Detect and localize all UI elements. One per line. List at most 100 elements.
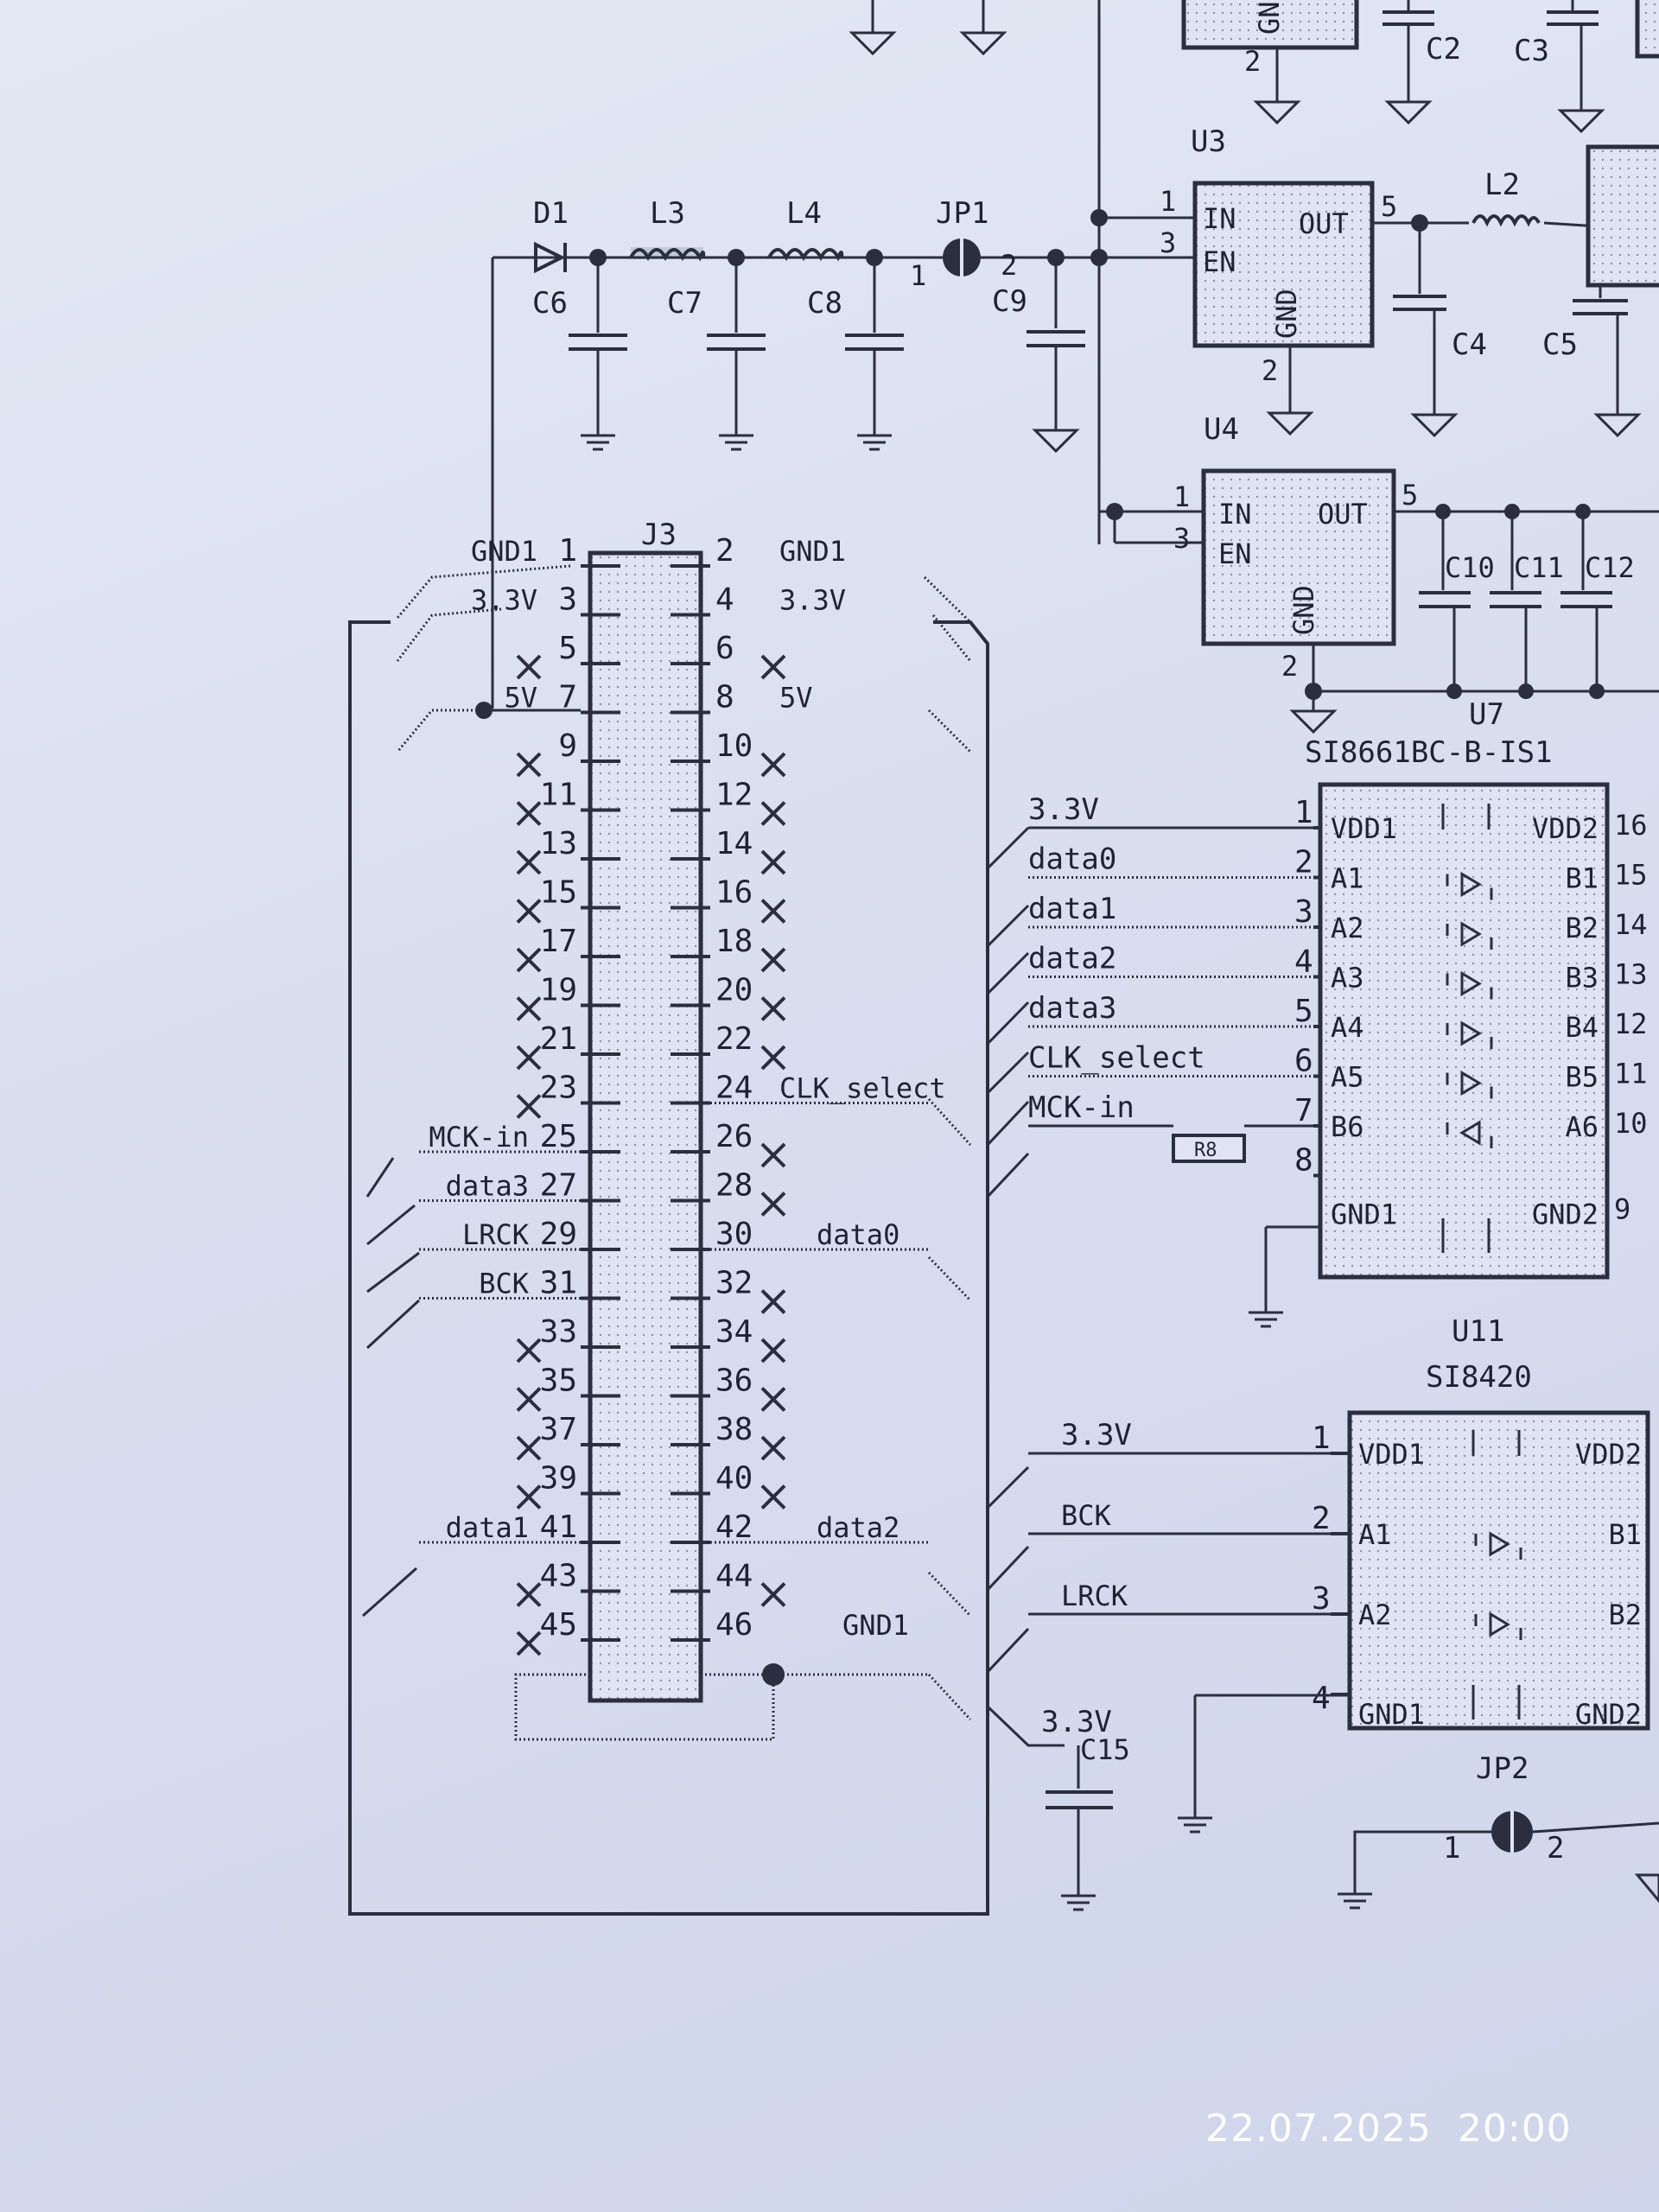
u7-pin-number: 12 bbox=[1614, 1007, 1648, 1040]
bus-entries-right bbox=[923, 575, 972, 1721]
j3-pin-number: 1 bbox=[558, 533, 577, 569]
u11-pin-name: GND2 bbox=[1575, 1698, 1642, 1731]
j3-pin-23: 23 bbox=[516, 1071, 620, 1119]
j3-pin-20: 20 bbox=[671, 973, 786, 1021]
j3-pin-13: 13 bbox=[516, 826, 620, 875]
u7-net-label: data3 bbox=[1028, 991, 1116, 1026]
j3-pin-36: 36 bbox=[671, 1363, 786, 1412]
regulator-u3: U3 1 3 IN EN OUT GND 2 5 L2 1 bbox=[1099, 124, 1649, 435]
j3-pin-3: 33.3V bbox=[471, 582, 620, 618]
j3-pin-number: 3 bbox=[558, 582, 577, 618]
u7-pin-name: B2 bbox=[1565, 912, 1599, 944]
c6-label: C6 bbox=[532, 286, 568, 321]
u7-net-label: data2 bbox=[1028, 942, 1116, 976]
u11-net-2: LRCK bbox=[1028, 1580, 1331, 1616]
u7-pin-number: 1 bbox=[1294, 795, 1313, 830]
u7-pin-number: 14 bbox=[1614, 908, 1648, 941]
j3-pin-17: 17 bbox=[516, 924, 620, 973]
c10-label: C10 bbox=[1445, 551, 1495, 584]
u7-pin-number: 10 bbox=[1614, 1107, 1648, 1140]
u11-net-label: BCK bbox=[1061, 1499, 1112, 1532]
no-connect-icon bbox=[516, 849, 542, 875]
no-connect-icon bbox=[516, 1045, 542, 1071]
u7-pin-number: 13 bbox=[1614, 958, 1648, 991]
u11-net-label: LRCK bbox=[1061, 1580, 1128, 1612]
c3-label: C3 bbox=[1514, 34, 1549, 68]
u11-pin-number: 3 bbox=[1312, 1581, 1331, 1617]
u11-pin-number: 2 bbox=[1312, 1501, 1331, 1536]
j3-pin-number: 26 bbox=[715, 1119, 753, 1154]
capacitor-c8: C8 bbox=[807, 257, 904, 451]
pin45-46-loop bbox=[514, 1663, 929, 1741]
jp2-label: JP2 bbox=[1476, 1751, 1529, 1786]
no-connect-icon bbox=[760, 1435, 786, 1461]
no-connect-icon bbox=[760, 1338, 786, 1363]
capacitor-c7: C7 bbox=[667, 257, 766, 451]
l3-label: L3 bbox=[650, 196, 685, 231]
j3-pin-14: 14 bbox=[671, 826, 786, 875]
regulator-u4: U4 1 3 IN EN OUT GND 2 5 bbox=[1099, 412, 1659, 734]
u7-pin-name: VDD1 bbox=[1331, 812, 1397, 845]
u7-net-3: data2 bbox=[1028, 942, 1320, 978]
c15-net-label: 3.3V bbox=[1041, 1705, 1112, 1739]
j3-pin-number: 28 bbox=[715, 1168, 753, 1204]
u4-label: U4 bbox=[1204, 412, 1239, 447]
r8-label: R8 bbox=[1194, 1140, 1217, 1161]
j3-pin-21: 21 bbox=[516, 1021, 620, 1071]
filter-chain: D1 L3 L4 JP1 1 2 bbox=[491, 196, 1108, 709]
c15-label: C15 bbox=[1080, 1733, 1130, 1766]
l2-label: L2 bbox=[1484, 168, 1520, 202]
j3-pin-7: 75V bbox=[504, 680, 620, 715]
j3-pin-number: 17 bbox=[540, 924, 577, 959]
j3-pin-number: 46 bbox=[715, 1607, 753, 1643]
j3-pin-10: 10 bbox=[671, 728, 786, 778]
j3-net-label: LRCK bbox=[462, 1218, 530, 1251]
jumper-jp2: JP2 1 2 bbox=[1336, 1751, 1659, 1910]
buffer-icon bbox=[1460, 921, 1482, 947]
j3-pin-18: 18 bbox=[671, 924, 786, 973]
u7-pin-number: 9 bbox=[1614, 1193, 1630, 1226]
svg-text:OUT: OUT bbox=[1299, 207, 1349, 240]
c5-label: C5 bbox=[1542, 327, 1578, 362]
no-connect-icon bbox=[760, 1289, 786, 1314]
top-right-ic-partial bbox=[1635, 0, 1659, 59]
c2-label: C2 bbox=[1426, 32, 1461, 67]
u7-net-label: CLK_select bbox=[1028, 1041, 1205, 1076]
svg-text:3: 3 bbox=[1173, 522, 1190, 555]
j3-pin-number: 30 bbox=[715, 1217, 753, 1252]
buffer-icon bbox=[1489, 1531, 1510, 1557]
no-connect-icon bbox=[760, 1484, 786, 1510]
svg-text:EN: EN bbox=[1218, 537, 1252, 570]
j3-pin-15: 15 bbox=[516, 875, 620, 924]
j3-pin-number: 24 bbox=[715, 1071, 753, 1106]
j3-pin-number: 23 bbox=[540, 1071, 577, 1106]
no-connect-icon bbox=[760, 1192, 786, 1217]
no-connect-icon bbox=[516, 947, 542, 973]
j3-5v-junction bbox=[475, 702, 493, 719]
j3-pin-number: 4 bbox=[715, 582, 734, 618]
svg-text:GND: GND bbox=[1287, 585, 1320, 635]
u7-net-1: data0 bbox=[1028, 842, 1320, 879]
no-connect-icon bbox=[516, 1387, 542, 1412]
j3-pin-number: 45 bbox=[540, 1607, 577, 1643]
u7-pin-name: B6 bbox=[1331, 1110, 1364, 1143]
j3-pin-number: 41 bbox=[540, 1510, 577, 1545]
j3-pin-16: 16 bbox=[671, 875, 786, 924]
j3-label: J3 bbox=[641, 518, 677, 552]
j3-pin-number: 34 bbox=[715, 1314, 753, 1350]
capacitor-c15: 3.3V C15 bbox=[1041, 1705, 1130, 1911]
u7-pin-name: GND2 bbox=[1532, 1198, 1599, 1231]
u7-net-label: 3.3V bbox=[1028, 792, 1099, 827]
c9-label: C9 bbox=[992, 284, 1027, 319]
u7-pin-name: B3 bbox=[1565, 962, 1599, 995]
svg-text:5: 5 bbox=[1381, 190, 1397, 223]
